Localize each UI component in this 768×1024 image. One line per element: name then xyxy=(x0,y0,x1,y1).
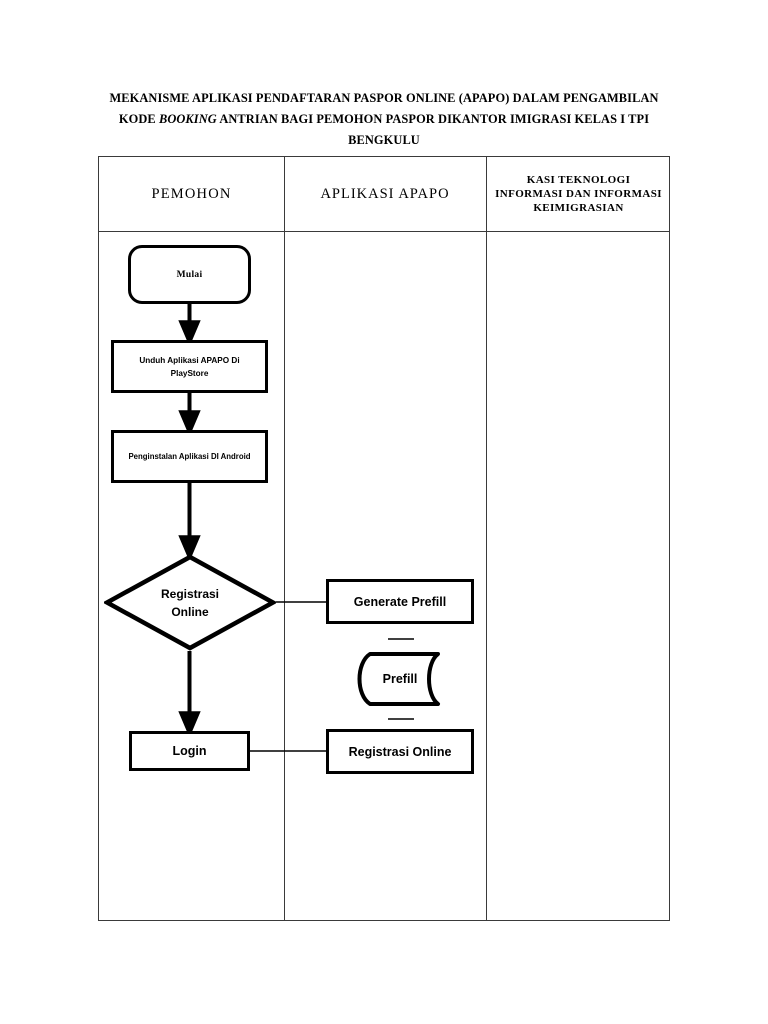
flow-node-mulai-label: Mulai xyxy=(176,269,203,280)
lane-divider-2 xyxy=(486,157,487,920)
flow-node-decision-label: Registrasi Online xyxy=(104,554,276,651)
page-title-booking-emphasis: BOOKING xyxy=(158,112,217,126)
flow-node-registrasi-online-label: Registrasi Online xyxy=(348,744,452,759)
flow-node-penginstalan-aplikasi[interactable]: Penginstalan Aplikasi DI Android xyxy=(111,430,268,483)
page-title-line-3: BENGKULU xyxy=(348,133,420,147)
lane-header-pemohon: PEMOHON xyxy=(151,185,232,202)
lane-divider-1 xyxy=(284,157,285,920)
swimlane-table: PEMOHON APLIKASI APAPO KASI TEKNOLOGI IN… xyxy=(98,156,670,921)
flow-node-mulai[interactable]: Mulai xyxy=(128,245,251,304)
flow-node-decision-label-line-2: Online xyxy=(171,604,209,619)
flow-node-unduh-aplikasi-label: Unduh Aplikasi APAPO Di PlayStore xyxy=(139,355,240,378)
page-title-line-2: KODE BOOKING ANTRIAN BAGI PEMOHON PASPOR… xyxy=(96,109,672,130)
flow-node-login-label: Login xyxy=(172,744,207,758)
flow-node-generate-prefill[interactable]: Generate Prefill xyxy=(326,579,474,624)
flow-node-prefill-label: Prefill xyxy=(382,672,418,686)
page-title-line-2-pre: KODE xyxy=(118,112,159,126)
flow-node-penginstalan-aplikasi-label: Penginstalan Aplikasi DI Android xyxy=(128,452,251,461)
flow-node-decision-label-line-1: Registrasi xyxy=(160,586,220,601)
flow-node-login[interactable]: Login xyxy=(129,731,250,771)
lane-header-kasi: KASI TEKNOLOGI INFORMASI DAN INFORMASI K… xyxy=(495,174,662,214)
page-title-line-2-post: ANTRIAN BAGI PEMOHON PASPOR DIKANTOR IMI… xyxy=(216,112,650,126)
stored-data-shape xyxy=(357,652,440,706)
flow-node-prefill[interactable]: Prefill xyxy=(348,651,460,707)
header-row-divider xyxy=(99,231,669,232)
page-title-line-1: MEKANISME APLIKASI PENDAFTARAN PASPOR ON… xyxy=(109,91,659,105)
flow-node-decision-registrasi-online[interactable]: Registrasi Online xyxy=(102,554,278,651)
lane-header-aplikasi: APLIKASI APAPO xyxy=(320,185,450,202)
decision-diamond-shape xyxy=(102,554,278,651)
flow-node-unduh-aplikasi[interactable]: Unduh Aplikasi APAPO Di PlayStore xyxy=(111,340,268,393)
flow-node-registrasi-online[interactable]: Registrasi Online xyxy=(326,729,474,774)
page-title: MEKANISME APLIKASI PENDAFTARAN PASPOR ON… xyxy=(96,88,672,151)
flow-node-generate-prefill-label: Generate Prefill xyxy=(353,594,447,609)
